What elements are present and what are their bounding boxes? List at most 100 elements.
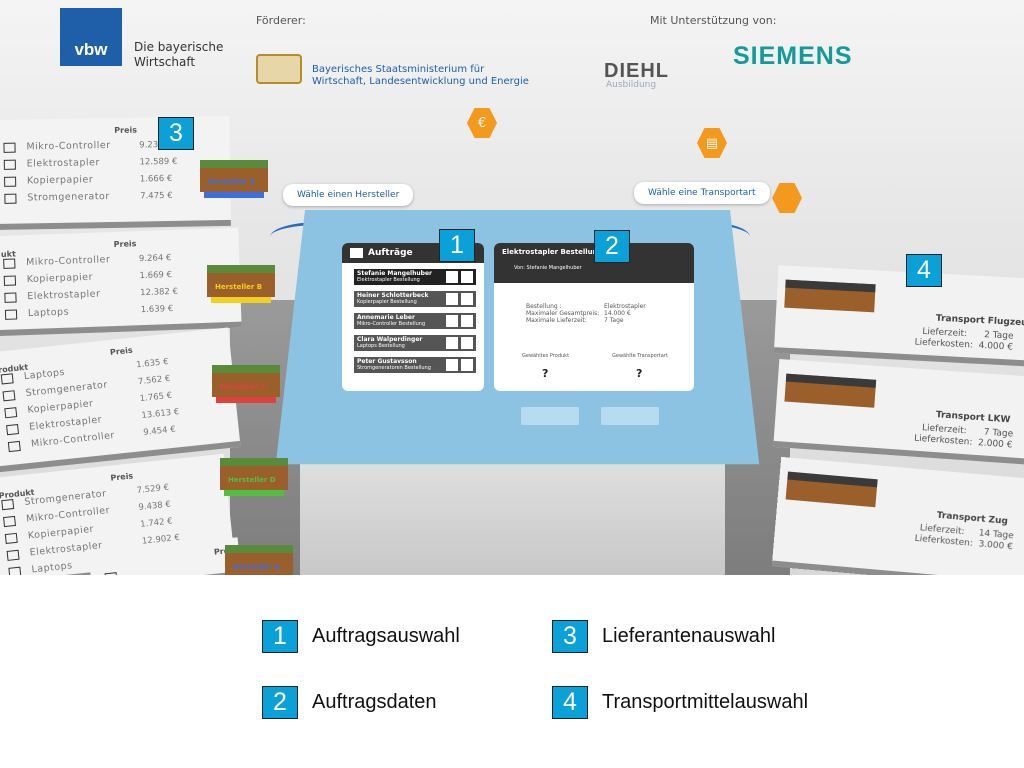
- price-row: Kopierpapier 1.669 €: [3, 269, 173, 286]
- transport-option[interactable]: Transport Zug Lieferzeit: 14 Tage Liefer…: [771, 456, 1024, 575]
- order-detail-labels: Bestellung : Maximaler Gesamtpreis: Maxi…: [526, 303, 600, 324]
- product-name: Stromgenerator: [27, 191, 110, 204]
- product-price: 1.666 €: [139, 173, 173, 185]
- manufacturer-label: Hersteller E: [233, 563, 280, 571]
- order-item[interactable]: Peter Gustavsson Stromgeneratoren Bestel…: [354, 357, 476, 373]
- order-type: Stromgeneratoren Bestellung: [357, 365, 431, 371]
- order-accept-checkbox[interactable]: [446, 337, 458, 349]
- customer-name: Peter Gustavsson: [357, 358, 417, 365]
- product-price: 13.613 €: [141, 407, 180, 422]
- product-name: Mikro-Controller: [26, 139, 111, 153]
- transport-info: Lieferzeit: 7 Tage Lieferkosten: 2.000 €: [913, 423, 1014, 451]
- product-name: Elektrostapler: [27, 288, 101, 303]
- chosen-product-value: ?: [542, 367, 549, 380]
- order-detail-panel: Elektrostapler Bestellung Von: Stefanie …: [494, 243, 694, 391]
- manufacturer-price-panel: ukt Preis Mikro-Controller 9.264 € Kopie…: [0, 227, 242, 337]
- product-price: 7.529 €: [136, 482, 170, 497]
- transport-option[interactable]: Transport Flugzeug Lieferzeit: 2 Tage Li…: [773, 265, 1024, 367]
- manufacturer-d[interactable]: Hersteller D: [220, 458, 288, 490]
- order-accept-checkbox[interactable]: [446, 271, 458, 283]
- product-price: 12.589 €: [139, 156, 178, 168]
- manufacturer-e[interactable]: Hersteller E: [225, 545, 293, 575]
- product-drop-pad[interactable]: [520, 406, 580, 426]
- transport-option[interactable]: Transport LKW Lieferzeit: 7 Tage Lieferk…: [773, 359, 1024, 465]
- price-row: Elektrostapler 12.382 €: [4, 286, 178, 303]
- product-icon: [3, 159, 16, 170]
- order-reject-checkbox[interactable]: [461, 315, 473, 327]
- order-item[interactable]: Annemarie Leber Mikro-Controller Bestell…: [354, 313, 476, 329]
- manufacturer-c[interactable]: Hersteller C: [212, 365, 280, 397]
- order-item[interactable]: Clara Walperdinger Laptops Bestellung: [354, 335, 476, 351]
- airplane-icon: [784, 279, 876, 313]
- product-name: Mikro-Controller: [25, 254, 111, 269]
- order-accept-checkbox[interactable]: [446, 293, 458, 305]
- product-price: 7.562 €: [137, 373, 171, 388]
- product-icon: [7, 440, 21, 452]
- product-name: Laptops: [27, 306, 70, 320]
- chosen-transport-value: ?: [636, 367, 643, 380]
- product-icon: [8, 566, 22, 575]
- price-row: Mikro-Controller 9.264 €: [3, 252, 172, 269]
- order-item[interactable]: Heiner Schlotterbeck Kopierpapier Bestel…: [354, 291, 476, 307]
- manufacturer-label: Hersteller B: [215, 283, 263, 291]
- product-price: 12.382 €: [139, 286, 179, 299]
- order-list-title: Aufträge: [368, 248, 413, 258]
- order-accept-checkbox[interactable]: [446, 359, 458, 371]
- price-row: Stromgenerator 7.475 €: [4, 190, 173, 204]
- siemens-logo: SIEMENS: [733, 42, 853, 70]
- order-reject-checkbox[interactable]: [461, 337, 473, 349]
- order-item[interactable]: Stefanie Mangelhuber Elektrostapler Best…: [354, 269, 476, 285]
- legend-badge: 3: [552, 620, 588, 653]
- legend-label: Transportmittelauswahl: [602, 691, 809, 713]
- manufacturer-label: Hersteller A: [208, 178, 256, 186]
- order-type: Laptops Bestellung: [357, 343, 405, 349]
- legend-item: 2 Auftragsdaten: [262, 686, 437, 719]
- price-header: Preis: [113, 239, 137, 250]
- product-icon: [4, 532, 18, 544]
- product-icon: [3, 142, 16, 153]
- manufacturer-price-panel: rodukt Preis Laptops 1.635 € Stromgenera…: [0, 327, 241, 473]
- price-header: Preis: [109, 345, 134, 357]
- legend-badge: 4: [552, 686, 588, 719]
- product-name: Elektrostapler: [26, 157, 100, 170]
- folder-icon: [350, 248, 363, 258]
- product-icon: [4, 291, 17, 303]
- callout-badge: 4: [906, 254, 942, 287]
- callout-badge: 3: [158, 117, 194, 150]
- customer-name: Stefanie Mangelhuber: [357, 270, 432, 277]
- legend-badge: 2: [262, 686, 298, 719]
- vr-scene: vbw Die bayerische Wirtschaft Förderer: …: [0, 0, 1024, 575]
- manufacturer-a[interactable]: Hersteller A: [200, 160, 268, 192]
- diehl-logo: DIEHL: [604, 60, 669, 82]
- transport-drop-pad[interactable]: [600, 406, 660, 426]
- callout-badge: 2: [594, 230, 630, 263]
- price-header: Preis: [110, 471, 134, 483]
- product-icon: [6, 549, 20, 561]
- train-icon: [785, 471, 878, 508]
- product-icon: [1, 498, 15, 510]
- truck-icon: [784, 373, 877, 408]
- transport-info: Lieferzeit: 2 Tage Lieferkosten: 4.000 €: [914, 326, 1014, 353]
- order-reject-checkbox[interactable]: [461, 271, 473, 283]
- order-reject-checkbox[interactable]: [461, 359, 473, 371]
- support-label: Mit Unterstützung von:: [650, 14, 777, 27]
- product-icon: [6, 423, 19, 435]
- product-icon: [4, 176, 17, 187]
- product-price: 1.765 €: [139, 390, 173, 405]
- product-price: 1.742 €: [139, 516, 174, 530]
- product-price: 9.454 €: [142, 424, 177, 438]
- manufacturer-label: Hersteller C: [220, 383, 267, 391]
- product-price: 1.669 €: [139, 270, 173, 282]
- manufacturer-b[interactable]: Hersteller B: [207, 265, 275, 297]
- order-reject-checkbox[interactable]: [461, 293, 473, 305]
- product-name: Kopierpapier: [26, 271, 94, 286]
- legend-item: 3 Lieferantenauswahl: [552, 620, 775, 653]
- order-list-panel: Aufträge Stefanie Mangelhuber Elektrosta…: [342, 243, 484, 391]
- ministry-logo-text: Bayerisches Staatsministerium für Wirtsc…: [312, 64, 529, 87]
- sponsor-label: Förderer:: [256, 14, 306, 27]
- order-accept-checkbox[interactable]: [446, 315, 458, 327]
- manufacturer-label: Hersteller D: [228, 476, 276, 484]
- customer-name: Annemarie Leber: [357, 314, 415, 321]
- legend-label: Lieferantenauswahl: [602, 625, 776, 647]
- customer-name: Heiner Schlotterbeck: [357, 292, 429, 299]
